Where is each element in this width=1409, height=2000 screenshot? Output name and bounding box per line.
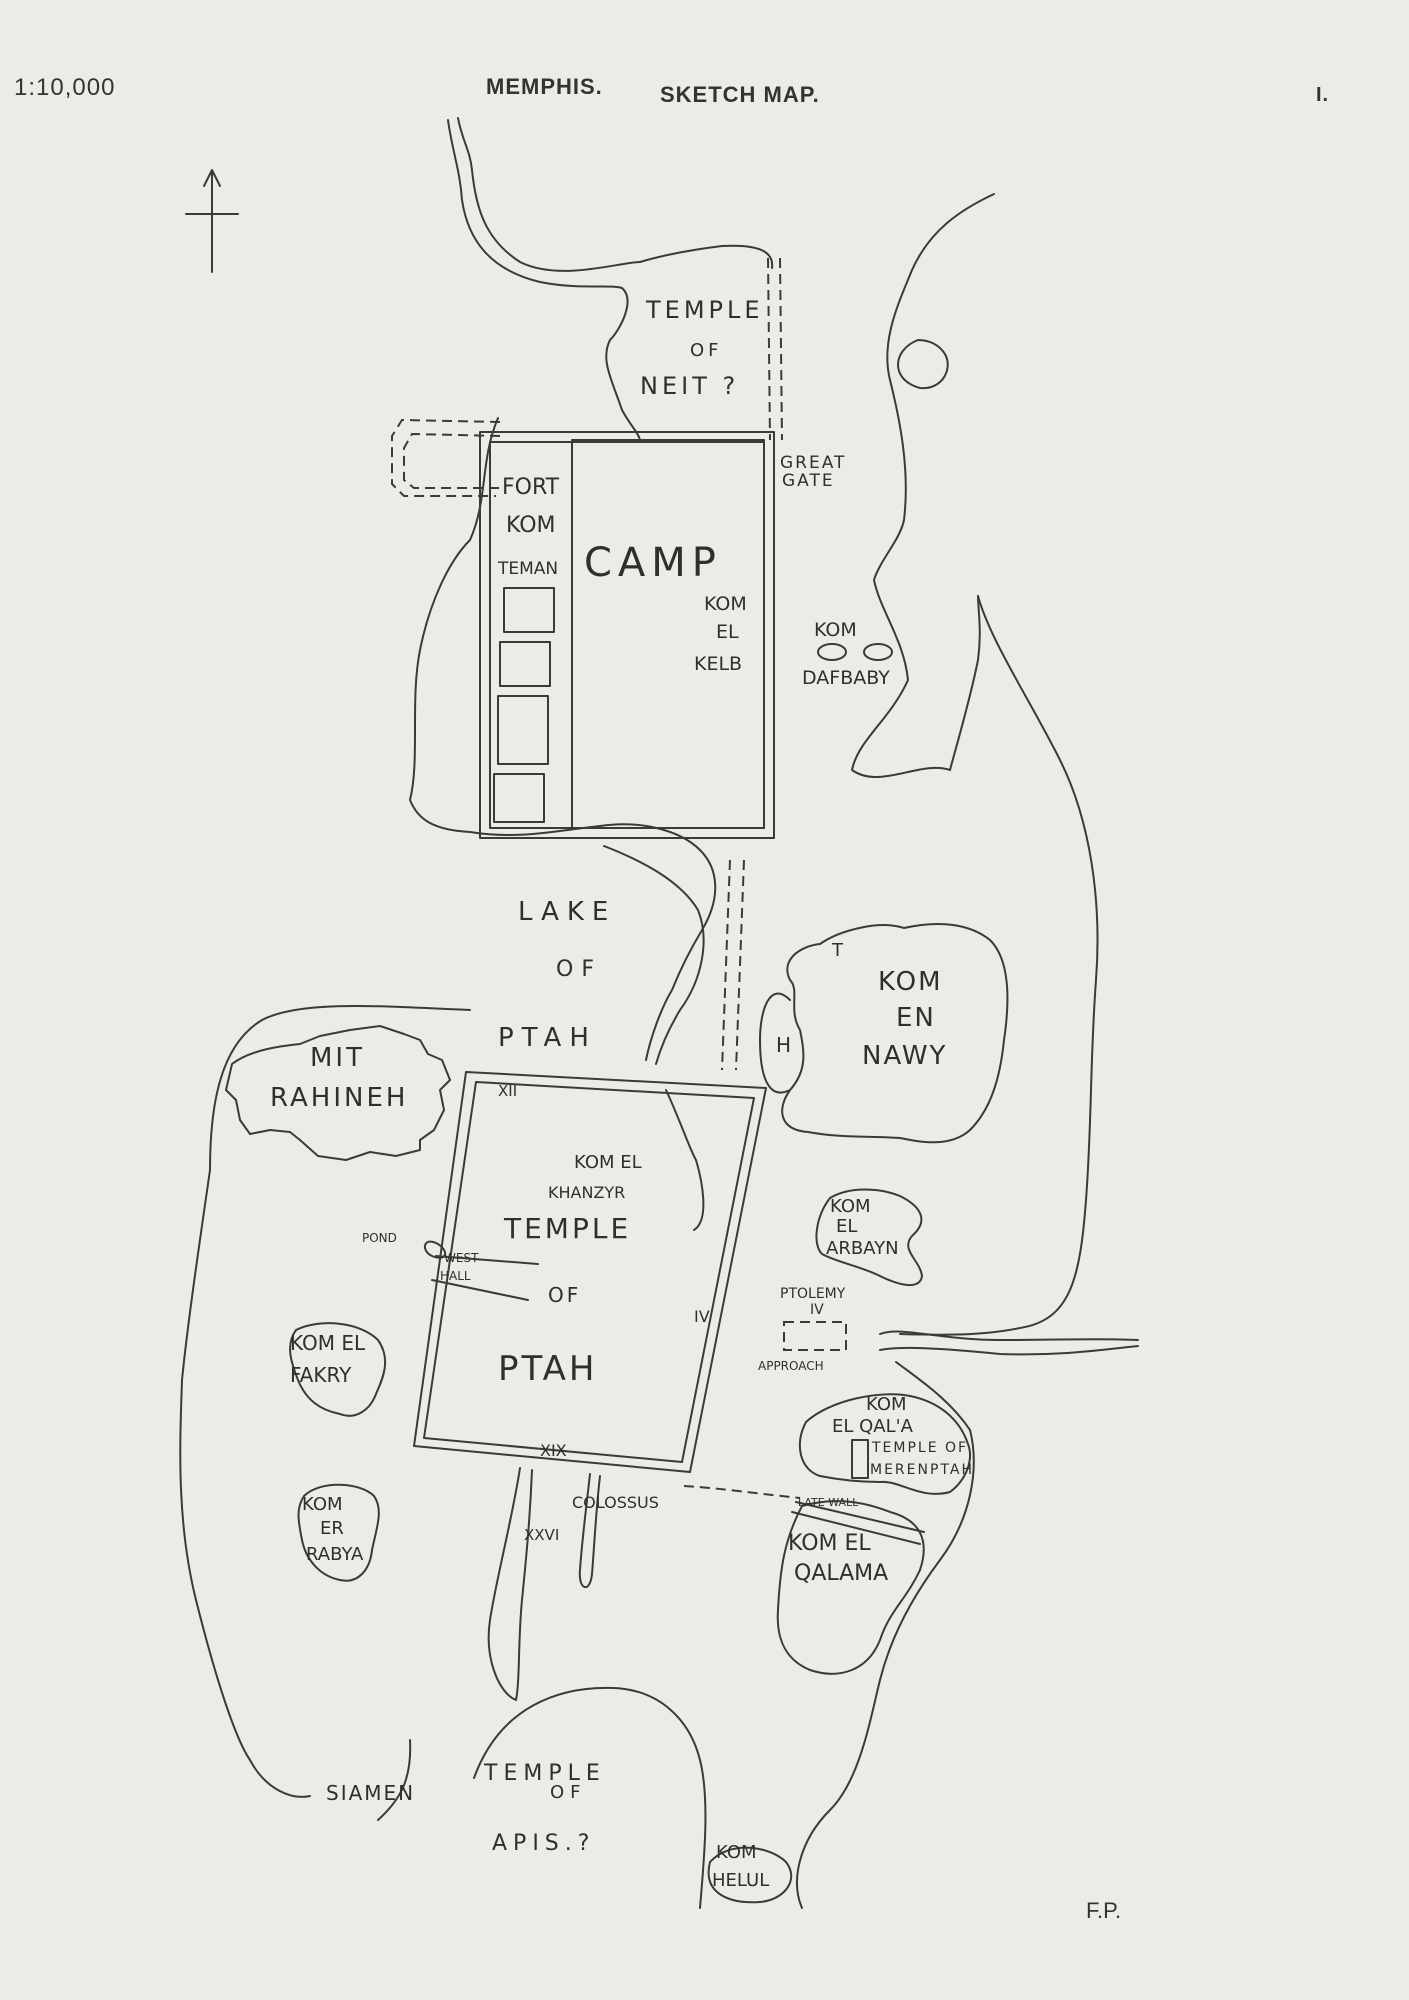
- map-title: MEMPHIS.: [486, 74, 603, 99]
- causeway: [721, 257, 783, 1071]
- plate-number: I.: [1316, 84, 1330, 106]
- map-subtitle: SKETCH MAP.: [660, 82, 820, 107]
- label-kom-en-nawy-1: KOM: [878, 967, 943, 997]
- kom-en-nawy-outline: [781, 923, 1009, 1144]
- label-dynasty-xii: XII: [498, 1082, 517, 1100]
- label-camp: CAMP: [584, 540, 722, 586]
- kom-helul-outline: [707, 1846, 793, 1904]
- lake-of-ptah: [603, 845, 705, 1065]
- label-kom-el-qala-2: EL QAL'A: [832, 1416, 914, 1437]
- nile-river: [796, 193, 1139, 1909]
- label-temple-of-merenptah-2: MERENPTAH: [870, 1462, 974, 1478]
- label-kom-el-khanzyr-2: KHANZYR: [548, 1183, 625, 1202]
- north-arrow-icon: [185, 169, 239, 273]
- southern-causeway-east: [578, 1473, 601, 1588]
- kom-el-fakry-outline: [289, 1322, 387, 1417]
- kom-en-nawy-inlet: [759, 992, 791, 1094]
- temple-of-merenptah-mark: [851, 1439, 869, 1479]
- label-temple-of-apis-1: TEMPLE: [483, 1761, 606, 1786]
- label-ptolemy-2: IV: [810, 1302, 824, 1318]
- label-dynasty-xix: XIX: [540, 1441, 567, 1460]
- label-kom-helul-1: KOM: [716, 1842, 757, 1863]
- kom-el-qalama-outline: [776, 1500, 925, 1675]
- label-lake-1: LAKE: [518, 897, 616, 927]
- river-north: [447, 117, 774, 441]
- label-temple-of-neit-2: OF: [690, 340, 723, 361]
- label-kom-er-rabya-1: KOM: [302, 1494, 343, 1515]
- label-colossus: COLOSSUS: [572, 1493, 659, 1512]
- label-kom-helul-2: HELUL: [712, 1870, 769, 1891]
- kom-dafbaby-mound-2: [863, 643, 893, 661]
- label-kom-el-kelb-1: KOM: [704, 593, 747, 615]
- label-lake-3: PTAH: [498, 1023, 597, 1053]
- label-fort-2: KOM: [506, 513, 556, 538]
- label-great-gate-2: GATE: [782, 471, 835, 491]
- label-temple-of-ptah-1: TEMPLE: [503, 1212, 631, 1245]
- label-lake-2: OF: [556, 957, 602, 982]
- map-scale: 1:10,000: [14, 74, 116, 101]
- ptolemy-iv-structure: [783, 1321, 847, 1351]
- label-temple-of-apis-2: OF: [550, 1782, 587, 1803]
- label-pond: POND: [362, 1231, 397, 1245]
- label-kom-er-rabya-2: ER: [320, 1518, 344, 1539]
- label-kom-dafbaby-2: DAFBABY: [802, 667, 890, 689]
- kom-er-rabya-outline: [297, 1483, 380, 1582]
- label-kom-el-kelb-2: EL: [716, 621, 739, 643]
- label-kom-en-nawy-3: NAWY: [862, 1041, 947, 1071]
- label-kom-el-fakry-1: KOM EL: [290, 1331, 366, 1355]
- label-temple-of-neit-3: NEIT ?: [640, 372, 739, 400]
- label-temple-of-ptah-3: PTAH: [498, 1349, 597, 1389]
- label-kom-el-qala-1: KOM: [866, 1394, 907, 1415]
- label-temple-of-apis-3: APIS.?: [492, 1831, 595, 1856]
- label-kom-el-fakry-2: FAKRY: [290, 1363, 352, 1387]
- label-ptolemy-1: PTOLEMY: [780, 1286, 846, 1302]
- southern-causeway-west: [487, 1467, 533, 1701]
- late-wall: [791, 1501, 925, 1545]
- kom-el-arbayn-outline: [815, 1188, 923, 1286]
- label-temple-of-neit-1: TEMPLE: [645, 296, 764, 324]
- label-fort-3: TEMAN: [497, 559, 558, 579]
- fort-outwork: [391, 418, 501, 497]
- label-kom-el-qalama-2: QALAMA: [794, 1561, 888, 1586]
- temple-of-apis-outline: [473, 1686, 707, 1909]
- label-mit-rahineh-2: RAHINEH: [270, 1083, 408, 1113]
- label-temple-of-ptah-2: OF: [548, 1283, 581, 1307]
- temple-of-ptah-enclosure: [413, 1071, 767, 1473]
- label-dynasty-xxvi: XXVI: [524, 1526, 559, 1544]
- label-kom-el-kelb-3: KELB: [694, 653, 742, 675]
- marker-t: T: [831, 940, 844, 961]
- colossus-line: [683, 1485, 801, 1499]
- label-west-hall-2: HALL: [440, 1269, 471, 1283]
- label-great-gate-1: GREAT: [780, 453, 846, 473]
- label-kom-en-nawy-2: EN: [896, 1003, 936, 1033]
- label-temple-of-merenptah-1: TEMPLE OF: [871, 1440, 968, 1456]
- label-late-wall: LATE WALL: [798, 1496, 859, 1509]
- label-mit-rahineh-1: MIT: [310, 1043, 365, 1073]
- kom-el-qala-outline: [798, 1393, 971, 1495]
- label-kom-el-arbayn-1: KOM: [830, 1196, 871, 1217]
- mit-rahineh-outline: [225, 1025, 451, 1161]
- fort-camp-enclosure: [479, 431, 775, 839]
- label-kom-dafbaby-1: KOM: [814, 619, 857, 641]
- label-kom-el-arbayn-3: ARBAYN: [826, 1238, 899, 1259]
- label-west-hall-1: WEST: [444, 1251, 479, 1265]
- marker-h: H: [776, 1033, 791, 1057]
- label-dynasty-iv: IV: [694, 1307, 710, 1326]
- label-kom-el-arbayn-2: EL: [836, 1216, 857, 1237]
- label-fort-1: FORT: [502, 475, 560, 500]
- label-kom-el-qalama-1: KOM EL: [788, 1531, 871, 1556]
- label-siamen: SIAMEN: [326, 1781, 415, 1805]
- kom-dafbaby-mound-1: [817, 643, 847, 661]
- label-approach: APPROACH: [758, 1359, 824, 1373]
- label-kom-el-khanzyr-1: KOM EL: [574, 1152, 642, 1173]
- cultivated-land-outline: [179, 417, 717, 1821]
- label-kom-er-rabya-3: RABYA: [306, 1544, 364, 1565]
- author-initials: F.P.: [1086, 1898, 1122, 1923]
